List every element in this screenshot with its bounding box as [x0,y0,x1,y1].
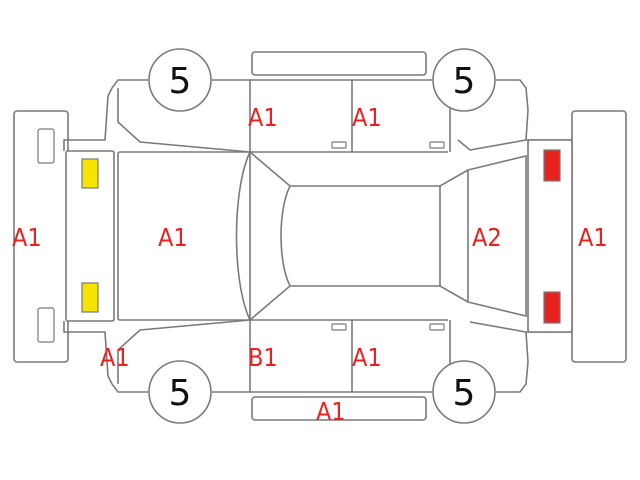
vehicle-body [63,79,573,393]
front-light-top [81,158,99,189]
tyre-front-left-value: 5 [169,61,192,102]
grade-right-rocker: A1 [316,397,346,426]
rear-light-bottom [543,291,561,324]
right-rocker-panel [251,396,427,421]
rear-light-top [543,149,561,182]
grade-left-front-door: A1 [248,103,278,132]
grade-left-rear-door: A1 [352,103,382,132]
front-light-bottom [81,282,99,313]
grade-rear-glass: A2 [472,223,502,252]
grade-hood: A1 [158,223,188,252]
wheel-front-right: 5 [148,360,212,424]
grade-right-rear-door: A1 [352,343,382,372]
grade-front-bumper: A1 [12,223,42,252]
grade-right-front-door: B1 [248,343,278,372]
wheel-rear-left: 5 [432,48,496,112]
grade-right-front-fender: A1 [100,343,130,372]
tyre-rear-left-value: 5 [453,61,476,102]
left-rocker-panel [251,51,427,76]
tyre-front-right-value: 5 [169,373,192,414]
tyre-rear-right-value: 5 [453,373,476,414]
wheel-rear-right: 5 [432,360,496,424]
wheel-front-left: 5 [148,48,212,112]
grade-rear-bumper: A1 [578,223,608,252]
